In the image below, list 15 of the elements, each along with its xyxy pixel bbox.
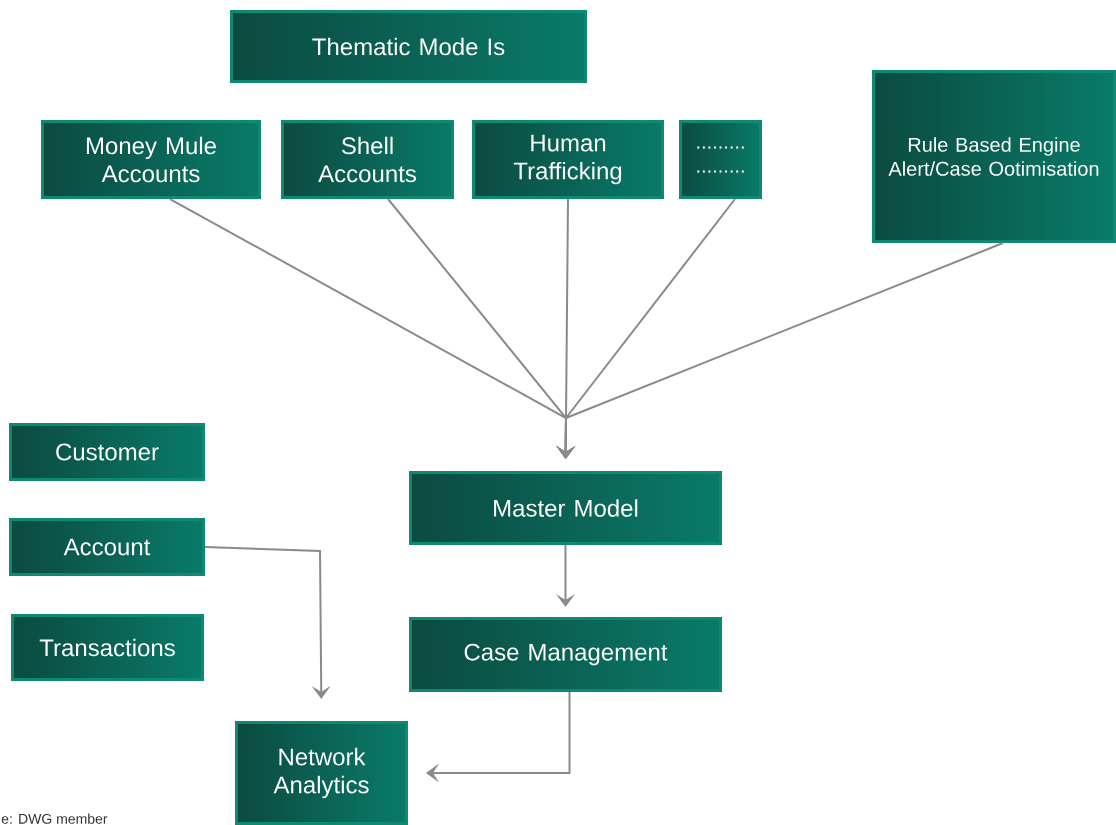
process-box: Network Analytics (235, 721, 408, 825)
process-box: Transactions (11, 614, 204, 681)
process-box: Thematic Mode Is (230, 10, 587, 83)
process-box: Account (9, 518, 205, 576)
process-box: Case Management (409, 617, 722, 692)
source-note: e: DWG member (1, 813, 108, 824)
process-box: Master Model (409, 471, 722, 545)
process-box: Shell Accounts (281, 120, 454, 199)
process-box: ......... ......... (679, 120, 762, 199)
process-box: Rule Based Engine Alert/Case Ootimisation (872, 70, 1116, 243)
arrow (204, 546, 331, 699)
process-box: Customer (9, 423, 205, 481)
process-box: Money Mule Accounts (41, 120, 261, 199)
arrow (426, 691, 571, 783)
process-box: Human Trafficking (472, 120, 664, 199)
